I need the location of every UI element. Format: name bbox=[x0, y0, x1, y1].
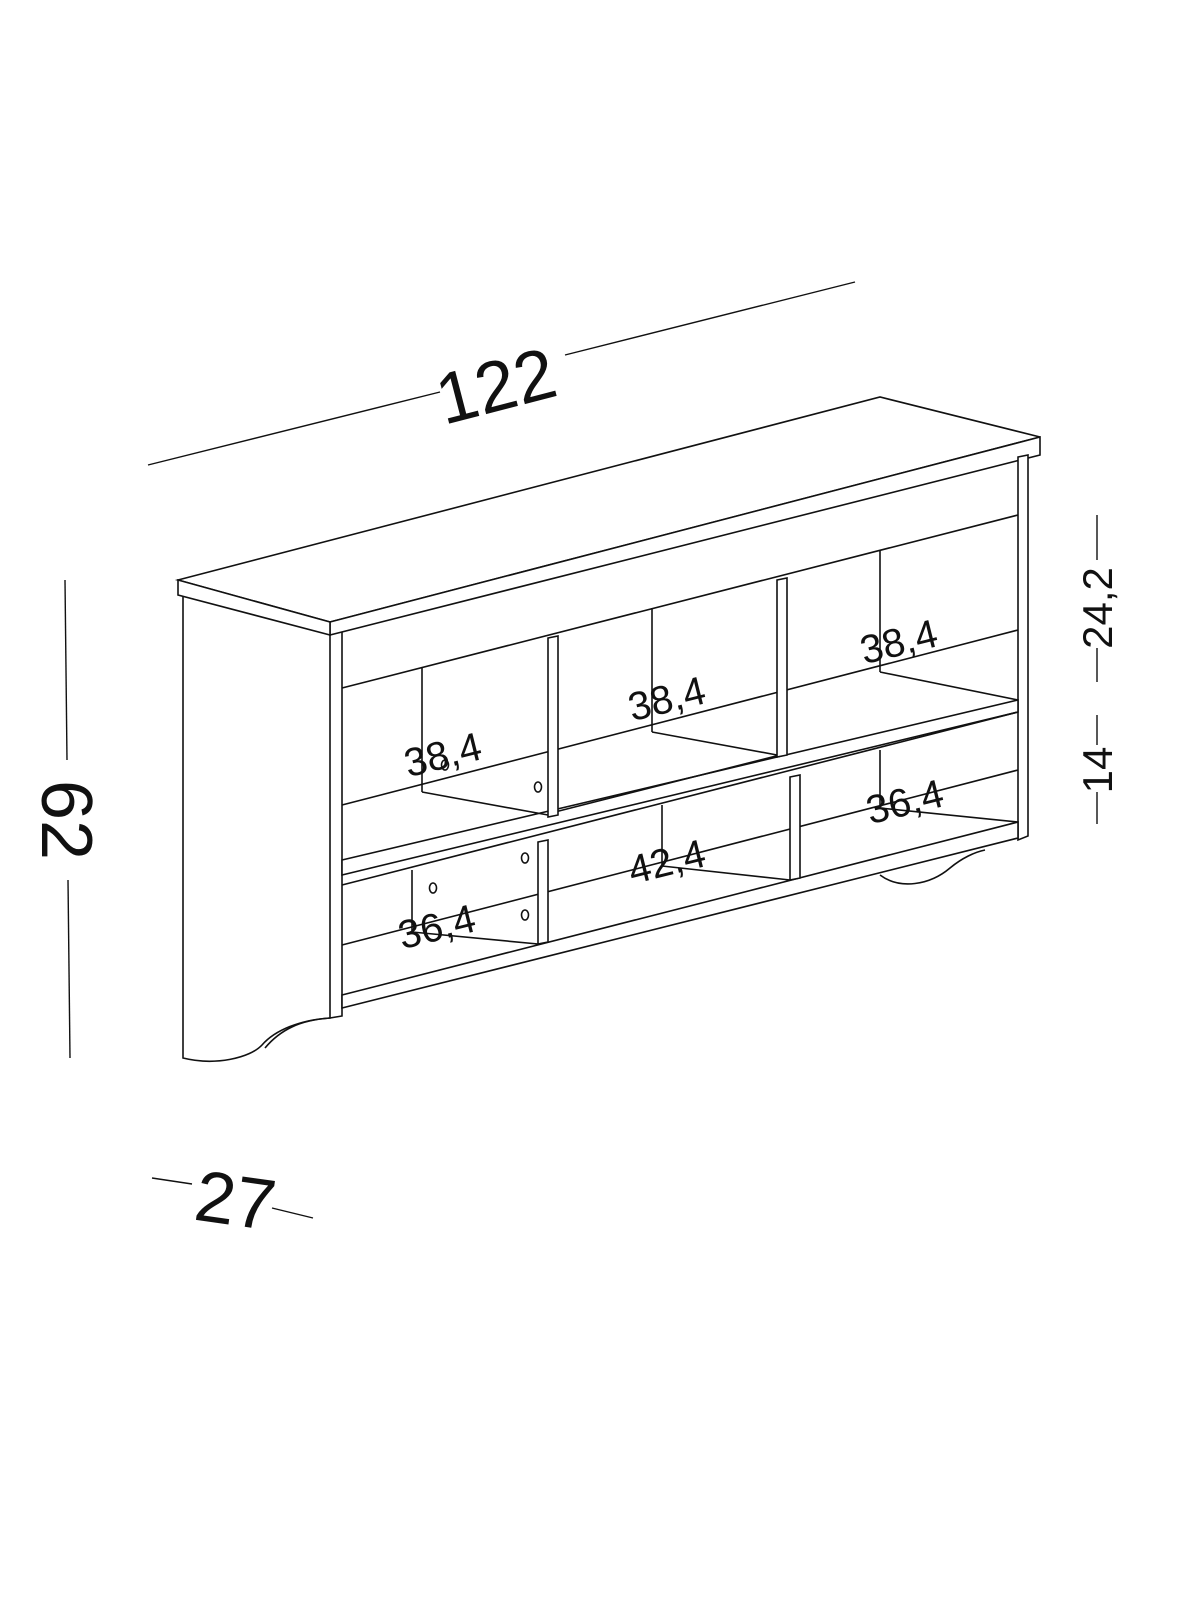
lower-left-label: 36,4 bbox=[394, 897, 480, 959]
left-side-edge bbox=[329, 629, 343, 1019]
lower-divider-left bbox=[537, 839, 549, 945]
width-dimension-line bbox=[147, 281, 856, 466]
lower-right-label: 36,4 bbox=[862, 772, 948, 834]
height-label: 62 bbox=[26, 780, 106, 860]
upper-row-height-label: 24,2 bbox=[1074, 567, 1121, 649]
middle-shelf-top bbox=[554, 754, 781, 813]
left-side-panel bbox=[182, 593, 331, 1062]
upper-middle-label: 38,4 bbox=[624, 669, 710, 731]
upper-back-line bbox=[341, 629, 1019, 806]
width-label: 122 bbox=[428, 333, 564, 441]
dowel-holes bbox=[428, 759, 543, 921]
upper-floor-mid bbox=[651, 731, 778, 756]
upper-floor-right bbox=[879, 671, 1019, 701]
height-dimension-line bbox=[64, 579, 71, 1059]
back-rail bbox=[341, 514, 1019, 689]
top-board-surface bbox=[174, 396, 1041, 623]
upper-divider-right bbox=[776, 577, 788, 758]
depth-dimension-line bbox=[151, 1177, 314, 1219]
lower-middle-label: 42,4 bbox=[624, 832, 710, 894]
lower-divider-right bbox=[789, 774, 801, 881]
left-bracket-curve bbox=[264, 1017, 331, 1049]
back-dividers bbox=[411, 550, 881, 932]
upper-left-label: 38,4 bbox=[400, 725, 486, 787]
upper-right-label: 38,4 bbox=[856, 612, 942, 674]
top-board-side bbox=[177, 578, 331, 637]
upper-floor-left bbox=[421, 791, 549, 816]
lower-back-line bbox=[341, 769, 1019, 946]
upper-divider-left bbox=[547, 635, 559, 818]
depth-label: 27 bbox=[190, 1156, 280, 1246]
right-side-panel bbox=[1017, 454, 1029, 842]
lower-row-height-label: 14 bbox=[1074, 747, 1121, 794]
lower-top-back bbox=[341, 711, 1019, 886]
right-bracket-curve bbox=[879, 849, 986, 885]
